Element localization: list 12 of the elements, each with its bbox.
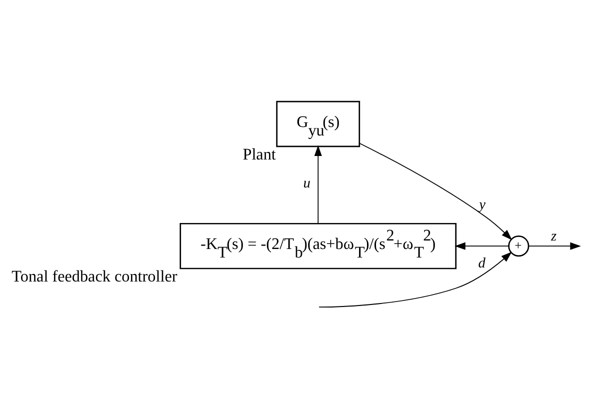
node-label: Tonal feedback controller <box>12 268 178 286</box>
arrow <box>528 242 581 250</box>
edge-label: y <box>479 197 486 214</box>
edge-label: d <box>478 255 486 272</box>
arrow <box>314 145 322 224</box>
edge-label: z <box>550 228 557 245</box>
arrow <box>454 242 509 250</box>
node-circle: + <box>508 236 530 257</box>
arrow <box>318 252 512 308</box>
node-label: Plant <box>242 146 276 164</box>
edge-label: u <box>303 176 310 192</box>
arrow <box>359 142 512 240</box>
